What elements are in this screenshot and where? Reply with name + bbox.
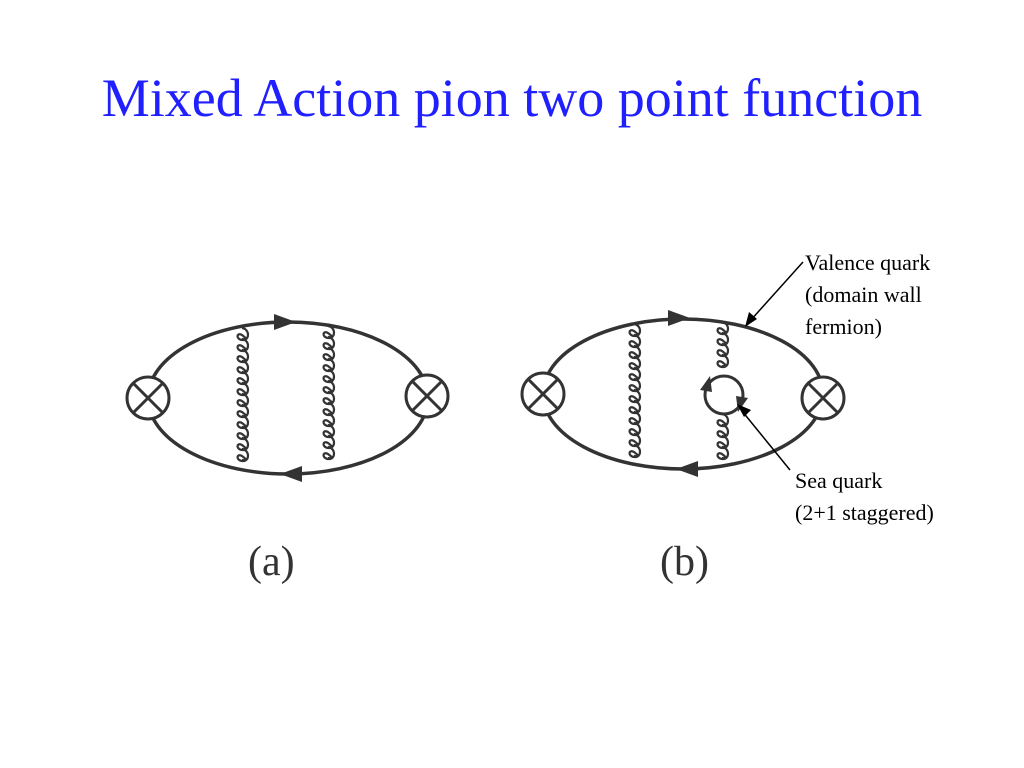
- quark-loop-a: [146, 320, 430, 476]
- valence-line-1: Valence quark: [805, 250, 931, 275]
- otimes-vertex-icon: [125, 375, 171, 421]
- propagator-arrow-icon: [736, 396, 748, 412]
- propagator-arrow-icon: [700, 376, 712, 392]
- propagator-arrow-icon: [668, 310, 690, 326]
- panel-label-a: (a): [248, 539, 295, 585]
- sea-quark-annotation: Sea quark (2+1 staggered): [795, 465, 934, 529]
- slide-title: Mixed Action pion two point function: [101, 68, 923, 128]
- diagram-a: [125, 314, 450, 482]
- propagator-arrow-icon: [280, 466, 302, 482]
- propagator-arrow-icon: [274, 314, 296, 330]
- sea-quark-loop: [703, 374, 745, 416]
- sea-line-2: (2+1 staggered): [795, 500, 934, 525]
- valence-quark-annotation: Valence quark (domain wall fermion): [805, 247, 930, 343]
- diagram-b: [520, 310, 846, 477]
- otimes-vertex-icon: [404, 373, 450, 419]
- quark-loop-b: [541, 317, 825, 471]
- valence-pointer: [745, 261, 804, 327]
- propagator-arrow-icon: [676, 461, 698, 477]
- sea-pointer: [737, 404, 791, 471]
- gluon-line-b-left: [628, 322, 642, 459]
- otimes-vertex-icon: [800, 375, 846, 421]
- gluon-line-a-left: [236, 326, 250, 463]
- panel-label-b: (b): [660, 539, 709, 585]
- gluon-line-b-right-upper: [716, 320, 730, 369]
- gluon-line-a-right: [322, 324, 336, 461]
- gluon-line-b-right-lower: [716, 412, 730, 461]
- valence-line-3: fermion): [805, 314, 882, 339]
- sea-line-1: Sea quark: [795, 468, 883, 493]
- valence-line-2: (domain wall: [805, 282, 922, 307]
- otimes-vertex-icon: [520, 371, 566, 417]
